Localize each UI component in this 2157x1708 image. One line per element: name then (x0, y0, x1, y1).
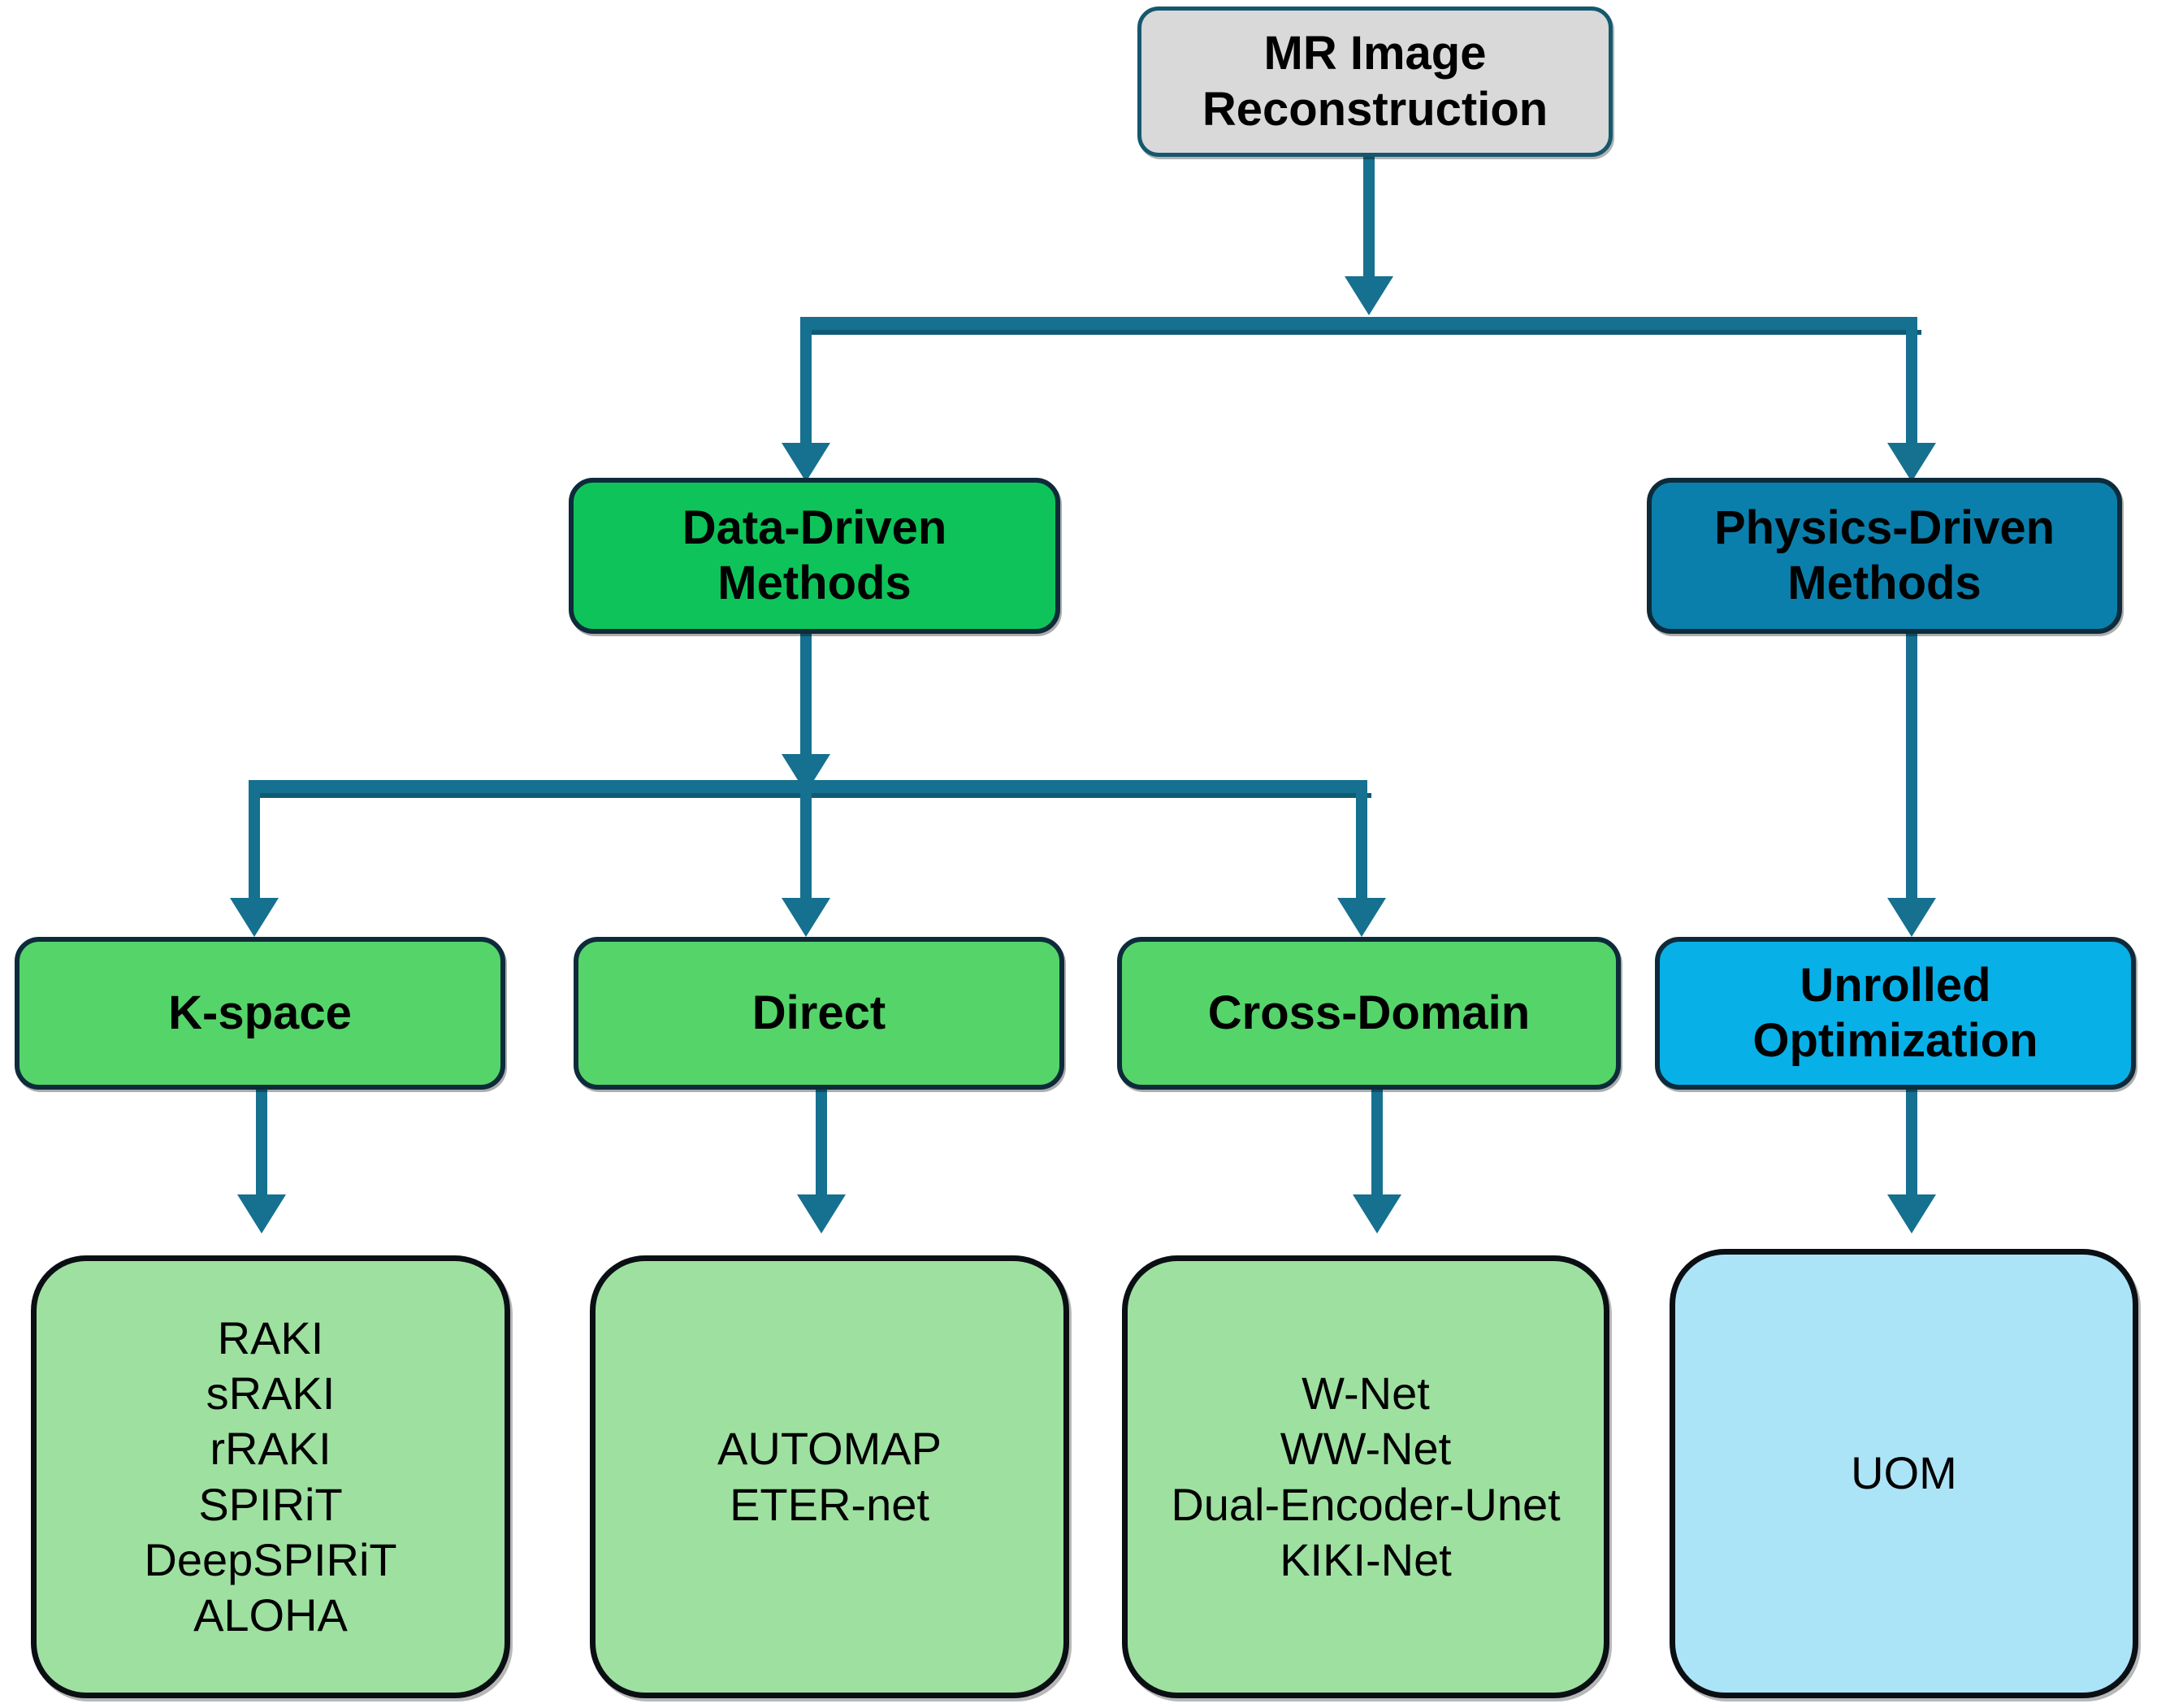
cross-domain-methods-list: W-Net WW-Net Dual-Encoder-Unet KIKI-Net (1128, 1367, 1604, 1586)
list-item: Dual-Encoder-Unet (1171, 1478, 1561, 1530)
connector-to-direct (800, 780, 812, 902)
connector-physics-driven-arrowhead (1887, 443, 1936, 482)
connector-cross-domain-arrowhead (1337, 898, 1386, 937)
connector-direct-leaf-arrowhead (797, 1194, 846, 1233)
direct-methods-list: AUTOMAP ETER-net (596, 1422, 1063, 1531)
data-driven-label-line2: Methods (717, 557, 912, 609)
connector-data-driven-arrowhead (782, 443, 830, 482)
list-item: ALOHA (193, 1589, 348, 1641)
node-mr-image-reconstruction[interactable]: MR Image Reconstruction (1137, 7, 1613, 157)
list-item: W-Net (1302, 1368, 1430, 1420)
node-cross-domain-methods-list[interactable]: W-Net WW-Net Dual-Encoder-Unet KIKI-Net (1122, 1255, 1609, 1698)
list-item: SPIRiT (198, 1478, 343, 1530)
direct-label: Direct (751, 986, 886, 1039)
list-item: UOM (1851, 1447, 1957, 1499)
list-item: WW-Net (1280, 1423, 1452, 1475)
connector-direct-arrowhead (782, 898, 830, 937)
list-item: DeepSPIRiT (144, 1533, 397, 1585)
node-direct-methods-list[interactable]: AUTOMAP ETER-net (590, 1255, 1069, 1698)
connector-direct-to-leaf (816, 1089, 827, 1199)
connector-to-cross-domain (1356, 780, 1367, 902)
list-item: AUTOMAP (717, 1423, 942, 1475)
node-physics-driven-methods[interactable]: Physics-Driven Methods (1647, 478, 2122, 634)
list-item: sRAKI (206, 1368, 336, 1420)
connector-level1-bus (800, 317, 1917, 330)
connector-cross-domain-leaf-arrowhead (1353, 1194, 1401, 1233)
connector-cross-domain-to-leaf (1371, 1089, 1383, 1199)
connector-root-arrowhead (1345, 276, 1393, 315)
node-k-space[interactable]: K-space (15, 937, 505, 1090)
connector-physics-to-unrolled (1906, 632, 1917, 900)
unrolled-label-line1: Unrolled (1800, 958, 1991, 1012)
connector-to-physics-driven (1906, 317, 1917, 447)
k-space-methods-list: RAKI sRAKI rRAKI SPIRiT DeepSPIRiT ALOHA (37, 1311, 505, 1641)
data-driven-label-line1: Data-Driven (682, 501, 947, 554)
list-item: KIKI-Net (1280, 1533, 1452, 1585)
connector-k-space-to-leaf (256, 1089, 267, 1199)
connector-root-stem (1363, 154, 1375, 280)
connector-unrolled-leaf-arrowhead (1887, 1194, 1936, 1233)
cross-domain-label: Cross-Domain (1207, 986, 1531, 1039)
connector-unrolled-arrowhead (1887, 898, 1936, 937)
node-k-space-methods-list[interactable]: RAKI sRAKI rRAKI SPIRiT DeepSPIRiT ALOHA (31, 1255, 510, 1698)
connector-k-space-arrowhead (230, 898, 279, 937)
node-cross-domain[interactable]: Cross-Domain (1117, 937, 1621, 1090)
connector-data-driven-stem (800, 632, 812, 758)
node-unrolled-optimization-methods-list[interactable]: UOM (1670, 1249, 2138, 1698)
connector-to-k-space (249, 780, 260, 902)
root-label-line2: Reconstruction (1202, 82, 1548, 136)
connector-level1-bus-shadow (800, 330, 1921, 335)
list-item: rRAKI (210, 1423, 331, 1475)
node-direct[interactable]: Direct (574, 937, 1064, 1090)
unrolled-optimization-methods-list: UOM (1675, 1446, 2133, 1500)
connector-unrolled-to-leaf (1906, 1089, 1917, 1199)
root-label-line1: MR Image (1263, 27, 1487, 80)
unrolled-label-line2: Optimization (1752, 1014, 2038, 1067)
connector-to-data-driven (800, 317, 812, 447)
physics-driven-label-line1: Physics-Driven (1713, 501, 2055, 554)
k-space-label: K-space (168, 986, 352, 1039)
list-item: ETER-net (730, 1478, 929, 1530)
node-unrolled-optimization[interactable]: Unrolled Optimization (1655, 937, 2136, 1090)
list-item: RAKI (217, 1312, 324, 1364)
physics-driven-label-line2: Methods (1787, 557, 1982, 609)
connector-k-space-leaf-arrowhead (237, 1194, 286, 1233)
node-data-driven-methods[interactable]: Data-Driven Methods (569, 478, 1060, 634)
